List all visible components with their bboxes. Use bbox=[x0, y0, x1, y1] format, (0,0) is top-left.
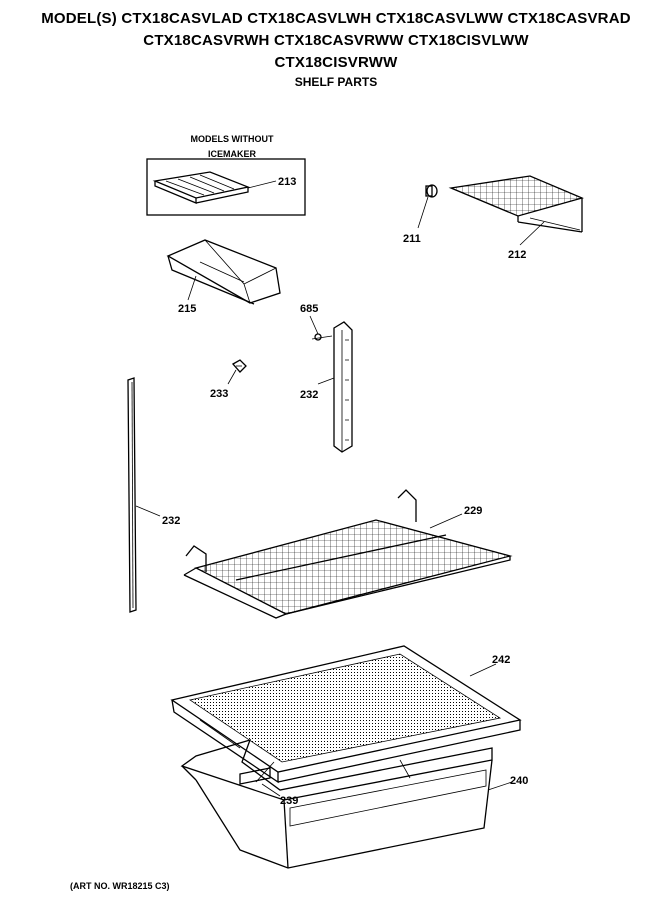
shelf-bumper-211 bbox=[417, 184, 438, 229]
ice-tray-213 bbox=[152, 171, 277, 204]
diagram-header: MODEL(S) CTX18CASVLAD CTX18CASVLWH CTX18… bbox=[0, 8, 672, 90]
label-233: 233 bbox=[210, 388, 228, 400]
wire-shelf-212 bbox=[448, 175, 584, 246]
label-240: 240 bbox=[510, 775, 528, 787]
box-label-line-2: ICEMAKER bbox=[208, 149, 257, 159]
clip-233 bbox=[227, 359, 247, 385]
label-239: 239 bbox=[280, 795, 298, 807]
art-number: (ART NO. WR18215 C3) bbox=[70, 881, 170, 891]
diagram-subtitle: SHELF PARTS bbox=[294, 75, 378, 89]
shelf-rail-232-right bbox=[317, 321, 353, 453]
label-213: 213 bbox=[278, 176, 296, 188]
label-215: 215 bbox=[178, 303, 196, 315]
label-232-left: 232 bbox=[162, 515, 180, 527]
label-232-right: 232 bbox=[300, 389, 318, 401]
wire-shelf-229 bbox=[183, 489, 513, 619]
model-line-2: CTX18CASVRWH CTX18CASVRWW CTX18CISVLWW bbox=[143, 32, 529, 49]
screw-685 bbox=[309, 315, 333, 341]
model-line-1: MODEL(S) CTX18CASVLAD CTX18CASVLWH CTX18… bbox=[41, 10, 631, 27]
rail-239 bbox=[239, 761, 281, 797]
crisper-cover-242 bbox=[170, 645, 522, 784]
box-label-line-1: MODELS WITHOUT bbox=[191, 134, 274, 144]
label-212: 212 bbox=[508, 249, 526, 261]
label-211: 211 bbox=[403, 233, 421, 245]
crisper-pan-240 bbox=[180, 739, 513, 869]
icemaker-inset-box: MODELS WITHOUT ICEMAKER bbox=[146, 134, 306, 216]
model-line-3: CTX18CISVRWW bbox=[274, 54, 398, 71]
tray-215 bbox=[166, 239, 281, 305]
label-685: 685 bbox=[300, 303, 318, 315]
label-242: 242 bbox=[492, 654, 510, 666]
label-229: 229 bbox=[464, 505, 482, 517]
shelf-rail-232-left bbox=[127, 377, 161, 613]
